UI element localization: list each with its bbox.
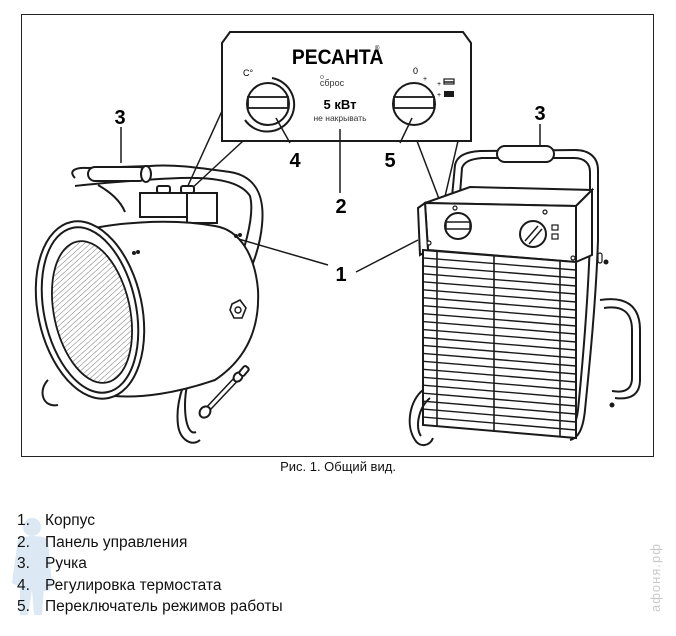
thermostat-scale-label: C° <box>243 68 253 78</box>
grille-slat <box>422 368 577 383</box>
mode-off-label: 0 <box>413 66 418 76</box>
grille-slat <box>422 352 577 367</box>
grille-slat <box>422 273 577 287</box>
brand-logo: РЕСАНТА <box>292 46 384 69</box>
grille-slat <box>422 289 577 303</box>
watermark-mascot-icon <box>12 518 52 615</box>
grille-slat <box>422 257 577 271</box>
heater-illustration: РЕСАНТА ® C° сброс 5 кВт не накрывать 0 … <box>34 31 641 446</box>
callout-5: 5 <box>384 150 395 172</box>
grille-slat <box>422 304 577 319</box>
reset-label: сброс <box>320 78 345 88</box>
right-heater <box>408 145 641 446</box>
grille-slat <box>422 376 577 391</box>
legend-number: 1. <box>17 512 30 529</box>
legend-item: 2. Панель управления <box>17 532 283 554</box>
grille-slat <box>422 408 577 423</box>
grille-slat <box>422 384 577 399</box>
grille-slat <box>422 297 577 311</box>
grille-slat <box>422 360 577 375</box>
parts-legend: 1. Корпус 2. Панель управления 3. Ручка 4. Р… <box>17 510 283 618</box>
legend-number: 3. <box>17 555 30 572</box>
callout-3-left: 3 <box>114 107 125 129</box>
legend-item: 4. Регулировка термостата <box>17 575 283 597</box>
grille-slat <box>422 344 577 359</box>
figure-frame <box>21 14 654 457</box>
grille-slat <box>422 416 577 431</box>
reset-indicator <box>320 75 324 79</box>
grille-slat <box>422 320 577 335</box>
grille-slat <box>422 328 577 343</box>
callout-1: 1 <box>335 264 346 286</box>
mode-plus-1: + <box>423 76 427 83</box>
figure-caption: Рис. 1. Общий вид. <box>280 459 396 474</box>
full-power-icon <box>444 91 454 97</box>
grille-slat <box>422 281 577 295</box>
mode-plus-3: + <box>437 92 441 99</box>
legend-label: Панель управления <box>45 533 188 551</box>
legend-item: 5. Переключатель режимов работы <box>17 596 283 618</box>
legend-label: Корпус <box>45 512 95 529</box>
legend-label: Переключатель режимов работы <box>45 598 283 615</box>
brand-mark: ® <box>375 45 380 52</box>
legend-label: Регулировка термостата <box>45 576 222 594</box>
grille-slat <box>422 265 577 279</box>
grille-slat <box>422 400 577 415</box>
grille-slat <box>422 312 577 327</box>
callout-lines <box>120 110 541 273</box>
grille-slat <box>422 392 577 407</box>
thermostat-scale-arc <box>244 77 296 133</box>
callout-3-right: 3 <box>534 103 545 125</box>
mode-plus-2: + <box>437 81 441 88</box>
warning-label: не накрывать <box>313 113 367 123</box>
callout-2: 2 <box>335 196 346 218</box>
grille-slat <box>422 336 577 351</box>
legend-number: 4. <box>17 576 30 594</box>
legend-number: 2. <box>17 533 30 551</box>
legend-label: Ручка <box>45 555 87 572</box>
power-rating: 5 кВт <box>324 97 357 112</box>
grille-slats <box>422 257 577 431</box>
left-heater <box>34 164 264 444</box>
legend-item: 3. Ручка <box>17 553 283 575</box>
control-panel-inset: РЕСАНТА ® C° сброс 5 кВт не накрывать 0 … <box>221 31 472 142</box>
legend-item: 1. Корпус <box>17 510 283 532</box>
callout-4: 4 <box>289 150 301 172</box>
legend-number: 5. <box>17 598 30 615</box>
watermark-text: афоня.рф <box>648 543 663 613</box>
